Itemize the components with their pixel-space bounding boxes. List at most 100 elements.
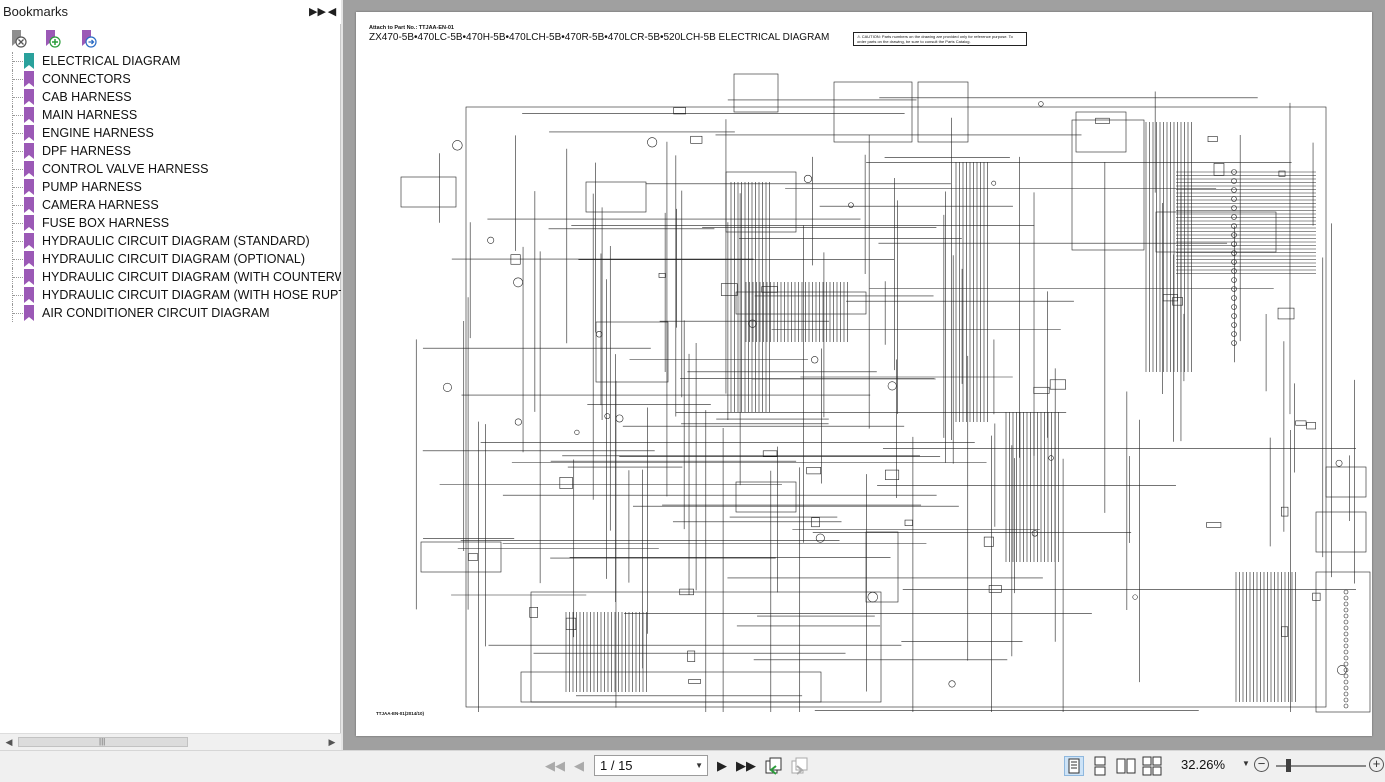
zoom-slider-thumb[interactable] <box>1286 759 1291 772</box>
scroll-left-icon[interactable]: ◀ <box>5 737 13 747</box>
bookmark-label: CONNECTORS <box>42 72 131 86</box>
tree-connector <box>12 268 24 286</box>
bookmark-item[interactable]: CONNECTORS <box>0 70 341 88</box>
previous-view-icon[interactable] <box>763 756 783 776</box>
bookmark-icon <box>24 197 34 213</box>
bookmark-icon <box>24 107 34 123</box>
bookmark-label: FUSE BOX HARNESS <box>42 216 170 230</box>
bookmarks-tree: ELECTRICAL DIAGRAM CONNECTORS CAB HARNESS M… <box>0 52 341 732</box>
bookmark-item[interactable]: AIR CONDITIONER CIRCUIT DIAGRAM <box>0 304 341 322</box>
facing-view-icon[interactable] <box>1116 756 1136 776</box>
panel-splitter[interactable] <box>341 0 343 750</box>
bookmark-item[interactable]: FUSE BOX HARNESS <box>0 214 341 232</box>
tree-connector <box>12 304 24 322</box>
bookmark-label: HYDRAULIC CIRCUIT DIAGRAM (STANDARD) <box>42 234 310 248</box>
bookmark-item[interactable]: CAMERA HARNESS <box>0 196 341 214</box>
zoom-in-icon[interactable]: + <box>1369 757 1384 772</box>
page-number-value: 1 / 15 <box>600 758 633 773</box>
first-page-icon[interactable]: ◀◀ <box>545 758 565 773</box>
zoom-level[interactable]: 32.26% <box>1181 757 1226 772</box>
bookmark-item[interactable]: HYDRAULIC CIRCUIT DIAGRAM (OPTIONAL) <box>0 250 341 268</box>
electrical-schematic <box>400 73 1371 713</box>
continuous-view-icon[interactable] <box>1090 756 1110 776</box>
bookmark-label: AIR CONDITIONER CIRCUIT DIAGRAM <box>42 306 270 320</box>
bookmark-label: CAMERA HARNESS <box>42 198 159 212</box>
diagram-title: ZX470-5B•470LC-5B•470H-5B•470LCH-5B•470R… <box>369 32 830 43</box>
bookmark-icon <box>24 161 34 177</box>
tree-connector <box>12 70 24 88</box>
bookmark-item[interactable]: MAIN HARNESS <box>0 106 341 124</box>
bookmark-item[interactable]: HYDRAULIC CIRCUIT DIAGRAM (WITH HOSE RUP… <box>0 286 341 304</box>
bookmark-icon <box>24 233 34 249</box>
tree-connector <box>12 232 24 250</box>
bookmark-label: MAIN HARNESS <box>42 108 138 122</box>
bookmark-icon <box>24 305 34 321</box>
bookmark-label: ELECTRICAL DIAGRAM <box>42 54 181 68</box>
tree-connector <box>12 142 24 160</box>
bookmark-icon <box>24 287 34 303</box>
bookmark-icon <box>24 71 34 87</box>
horizontal-scrollbar[interactable]: ◀ ||| ▶ <box>0 733 341 750</box>
document-view[interactable]: Attach to Part No.: TTJAA-EN-01 ZX470-5B… <box>343 0 1385 750</box>
attach-part-number: Attach to Part No.: TTJAA-EN-01 <box>369 25 454 31</box>
bookmark-item[interactable]: CONTROL VALVE HARNESS <box>0 160 341 178</box>
tree-connector <box>12 214 24 232</box>
bookmark-label: CAB HARNESS <box>42 90 132 104</box>
bookmark-item[interactable]: HYDRAULIC CIRCUIT DIAGRAM (STANDARD) <box>0 232 341 250</box>
bookmark-label: HYDRAULIC CIRCUIT DIAGRAM (WITH HOSE RUP… <box>42 288 341 302</box>
single-page-view-icon[interactable] <box>1064 756 1084 776</box>
zoom-slider[interactable] <box>1276 765 1366 767</box>
tree-connector <box>12 124 24 142</box>
grip-icon: ||| <box>99 737 106 746</box>
bookmarks-title: Bookmarks <box>3 4 69 19</box>
last-page-icon[interactable]: ▶▶ <box>736 758 756 773</box>
bookmark-icon <box>24 215 34 231</box>
tree-connector <box>12 196 24 214</box>
scrollbar-thumb[interactable]: ||| <box>18 737 188 747</box>
bookmark-label: DPF HARNESS <box>42 144 131 158</box>
tree-connector <box>12 250 24 268</box>
go-to-bookmark-icon[interactable] <box>78 28 98 50</box>
tree-connector <box>12 178 24 196</box>
bookmark-label: CONTROL VALVE HARNESS <box>42 162 209 176</box>
chevron-down-icon: ▼ <box>695 761 703 770</box>
tree-connector <box>12 88 24 106</box>
bookmark-item[interactable]: ELECTRICAL DIAGRAM <box>0 52 341 70</box>
bookmark-label: HYDRAULIC CIRCUIT DIAGRAM (WITH COUNTERW… <box>42 270 341 284</box>
bookmark-icon <box>24 251 34 267</box>
page-footer-code: TTJAA-EN-01(2014/10) <box>376 711 425 716</box>
tree-connector <box>12 52 24 70</box>
bookmark-label: HYDRAULIC CIRCUIT DIAGRAM (OPTIONAL) <box>42 252 305 266</box>
bookmark-item[interactable]: HYDRAULIC CIRCUIT DIAGRAM (WITH COUNTERW… <box>0 268 341 286</box>
bookmark-item[interactable]: DPF HARNESS <box>0 142 341 160</box>
bookmark-item[interactable]: ENGINE HARNESS <box>0 124 341 142</box>
bookmarks-toolbar <box>0 26 341 52</box>
expand-panel-icon[interactable]: ▶▶ <box>309 6 326 18</box>
previous-page-icon[interactable]: ◀ <box>574 758 584 773</box>
next-view-icon[interactable] <box>789 756 809 776</box>
bookmarks-panel: Bookmarks ▶▶ ◀ ELECTRICAL DIAGRAM CONNECT… <box>0 0 341 750</box>
next-page-icon[interactable]: ▶ <box>717 758 727 773</box>
bookmark-item[interactable]: CAB HARNESS <box>0 88 341 106</box>
zoom-out-icon[interactable]: − <box>1254 757 1269 772</box>
tree-connector <box>12 160 24 178</box>
bookmark-label: PUMP HARNESS <box>42 180 142 194</box>
continuous-facing-view-icon[interactable] <box>1142 756 1162 776</box>
bookmark-icon <box>24 89 34 105</box>
bookmark-icon <box>24 125 34 141</box>
bookmark-icon <box>24 179 34 195</box>
navigation-bar: ◀◀ ◀ 1 / 15 ▼ ▶ ▶▶ 32.26% ▼ − + <box>0 750 1385 780</box>
pdf-page: Attach to Part No.: TTJAA-EN-01 ZX470-5B… <box>356 12 1372 736</box>
collapse-panel-icon[interactable]: ◀ <box>327 6 337 18</box>
bookmark-icon <box>24 53 34 69</box>
caution-note: ⚠ CAUTION: Parts numbers on the drawing … <box>853 32 1027 46</box>
page-number-select[interactable]: 1 / 15 ▼ <box>594 755 708 776</box>
delete-bookmark-icon[interactable] <box>8 28 28 50</box>
bookmark-icon <box>24 269 34 285</box>
zoom-dropdown-icon[interactable]: ▼ <box>1242 759 1250 768</box>
add-bookmark-icon[interactable] <box>42 28 62 50</box>
bookmark-item[interactable]: PUMP HARNESS <box>0 178 341 196</box>
scroll-right-icon[interactable]: ▶ <box>328 737 336 747</box>
bookmark-label: ENGINE HARNESS <box>42 126 154 140</box>
bookmarks-header: Bookmarks ▶▶ ◀ <box>0 0 341 24</box>
